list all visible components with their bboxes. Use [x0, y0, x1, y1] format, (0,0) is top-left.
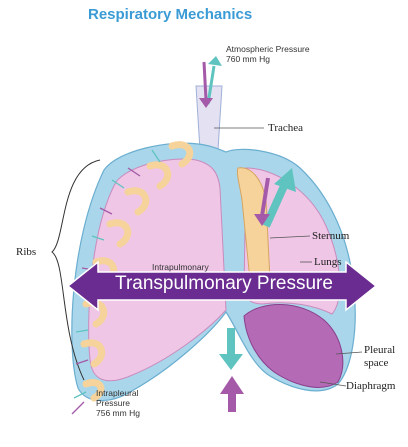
atmospheric-line-2: 760 mm Hg — [226, 54, 310, 64]
intrapleural-label: Intrapleural Pressure 756 mm Hg — [96, 388, 140, 418]
lungs-label: Lungs — [314, 256, 342, 268]
intrapleural-line-2: Pressure — [96, 398, 140, 408]
diagram-title: Respiratory Mechanics — [88, 6, 252, 23]
transpulmonary-label: Transpulmonary Pressure — [104, 273, 344, 295]
atmospheric-label: Atmospheric Pressure 760 mm Hg — [226, 44, 310, 64]
diaphragm-up-arrowhead — [220, 376, 244, 394]
pleural-line-2: space — [364, 357, 395, 370]
diaphragm-down-arrowhead — [219, 354, 243, 370]
small-arrow — [72, 402, 84, 414]
ribs-label: Ribs — [16, 246, 36, 258]
air-in-arrow — [204, 62, 206, 100]
intrapulmonary-label: Intrapulmonary — [152, 262, 209, 272]
pleural-line-1: Pleural — [364, 344, 395, 357]
trachea-label: Trachea — [268, 122, 303, 134]
atmospheric-line-1: Atmospheric Pressure — [226, 44, 310, 54]
pleural-space-label: Pleural space — [364, 344, 395, 370]
intrapleural-line-1: Intrapleural — [96, 388, 140, 398]
intrapleural-line-3: 756 mm Hg — [96, 408, 140, 418]
diaphragm-label: Diaphragm — [346, 380, 395, 392]
air-out-arrowhead — [208, 56, 222, 66]
sternum-label: Sternum — [312, 230, 349, 242]
